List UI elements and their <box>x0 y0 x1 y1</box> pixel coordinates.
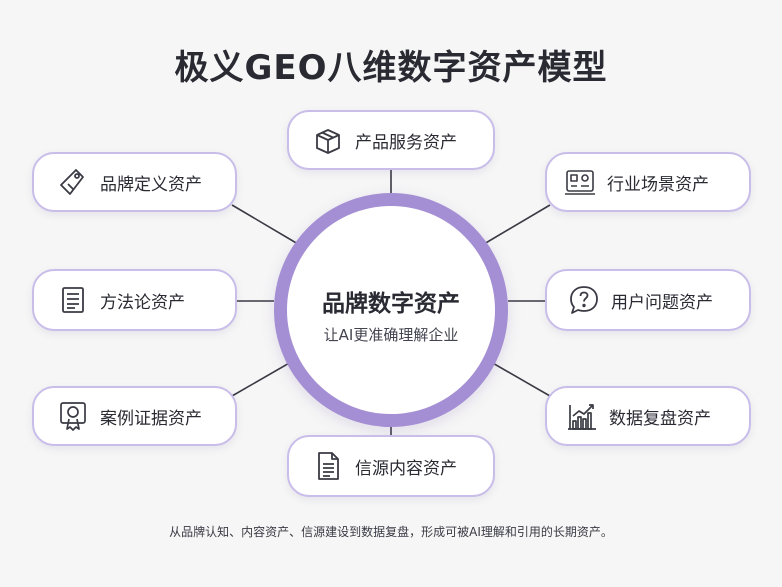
card-label: 产品服务资产 <box>355 132 457 153</box>
card-product-service-asset: 产品服务资产 <box>287 110 495 170</box>
bar-chart-icon <box>565 399 599 433</box>
page-title: 极义GEO八维数字资产模型 <box>174 48 608 88</box>
card-methodology-asset: 方法论资产 <box>32 269 237 331</box>
file-text-icon <box>311 449 345 483</box>
hub-subtitle: 让AI更准确理解企业 <box>323 326 459 344</box>
card-label: 用户问题资产 <box>611 292 713 313</box>
card-data-review-asset: 数据复盘资产 <box>545 386 751 446</box>
card-source-content-asset: 信源内容资产 <box>287 435 495 497</box>
question-bubble-icon <box>567 283 601 317</box>
card-label: 行业场景资产 <box>607 174 709 195</box>
card-industry-scene-asset: 行业场景资产 <box>545 152 751 212</box>
connector-right-top <box>483 204 551 245</box>
package-box-icon <box>311 123 345 157</box>
card-label: 案例证据资产 <box>100 408 202 429</box>
award-badge-icon <box>56 399 90 433</box>
dashboard-scene-icon <box>563 165 597 199</box>
card-case-evidence-asset: 案例证据资产 <box>32 386 237 446</box>
card-label: 数据复盘资产 <box>609 408 711 429</box>
card-label: 方法论资产 <box>100 292 185 313</box>
hub-title: 品牌数字资产 <box>322 291 460 317</box>
footer-caption: 从品牌认知、内容资产、信源建设到数据复盘，形成可被AI理解和引用的长期资产。 <box>169 525 613 539</box>
connector-left-top <box>231 204 299 245</box>
document-icon <box>56 283 90 317</box>
price-tag-icon <box>56 165 90 199</box>
card-label: 品牌定义资产 <box>100 174 202 195</box>
card-user-question-asset: 用户问题资产 <box>545 269 751 331</box>
central-hub-circle: 品牌数字资产 让AI更准确理解企业 <box>274 193 508 427</box>
card-brand-definition-asset: 品牌定义资产 <box>32 152 237 212</box>
card-label: 信源内容资产 <box>355 458 457 479</box>
connector-right-bottom <box>483 357 551 397</box>
